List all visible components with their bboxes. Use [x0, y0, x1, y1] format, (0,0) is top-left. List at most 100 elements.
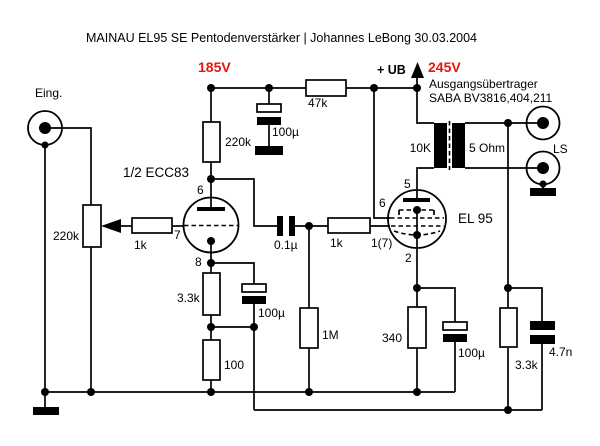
wire-segment [45, 127, 92, 205]
tube-el95 [387, 189, 447, 249]
cathode-bypass-cap-100u-v2 [442, 321, 468, 342]
labels: MAINAU EL95 SE Pentodenverstärker | Joha… [35, 31, 572, 372]
pin-label-v2-grid: 1(7) [371, 236, 392, 250]
junction-dot [207, 259, 215, 267]
transformer-description: Ausgangsübertrager [429, 77, 538, 91]
resistor-body [82, 204, 102, 248]
screen-feed-wire [373, 88, 390, 219]
resistor-feedback-3k3 [499, 307, 518, 348]
resistor-grid-stopper-1k-v1 [131, 217, 173, 234]
resistor-cathode-340-v2 [407, 306, 427, 349]
plate-wire-el95 [416, 167, 434, 198]
anode-tap-wire [211, 178, 277, 227]
pin-label-v2-anode: 5 [404, 177, 411, 191]
pin-label-v1-grid: 7 [174, 228, 181, 242]
cap-plate-negative [257, 117, 281, 125]
jack-center-pin [537, 162, 549, 174]
cap-plate [530, 321, 555, 330]
cathode-dot [207, 237, 215, 245]
junction-dot [305, 222, 313, 230]
jack-center-pin [39, 122, 51, 134]
cathode-resistor-v1-value: 3.3k [177, 291, 201, 305]
anode-resistor-value: 220k [225, 135, 252, 149]
junction-dot [413, 284, 421, 292]
junction-dot [504, 284, 512, 292]
cathode-bypass-cap-100u-v1 [241, 283, 267, 304]
grid-leak-value: 1M [322, 328, 339, 342]
junction-dot [207, 388, 215, 396]
cathode-bypass-v2-value: 100µ [458, 346, 485, 360]
wire-segment [416, 88, 434, 124]
ub-rail-label: + UB [377, 63, 406, 77]
cap-plate-positive [256, 103, 282, 113]
pin-label-v1-anode: 6 [197, 183, 204, 197]
voltage-label-185v: 185V [198, 59, 231, 75]
junction-dot [207, 323, 215, 331]
jack-center-pin [537, 117, 549, 129]
junction-dot [504, 406, 512, 414]
junction-dot [207, 175, 215, 183]
resistor-anode-220k [202, 121, 221, 163]
supply-filter-cap-100u [255, 103, 283, 155]
junction-dot [250, 323, 258, 331]
cap-plate [289, 216, 295, 236]
grid-stopper-v1-value: 1k [134, 238, 148, 252]
cap-plate-positive [241, 283, 267, 293]
volume-potentiometer [82, 204, 121, 248]
transformer-model: SABA BV3816,404,211 [429, 91, 553, 105]
coupling-cap-value: 0.1µ [274, 238, 298, 252]
feedback-shunt-value: 100 [224, 358, 244, 372]
resistor-grid-stopper-1k-v2 [327, 217, 371, 234]
ub-arrow-icon [411, 62, 424, 78]
cathode-bypass-v1-value: 100µ [258, 306, 285, 320]
tube-envelope [182, 196, 240, 254]
cathode-dot [413, 231, 421, 239]
grid-stopper-v2-value: 1k [330, 236, 344, 250]
junction-dot [265, 84, 273, 92]
tube-envelope [387, 189, 447, 249]
cap-plate [277, 216, 283, 236]
ground-bar [255, 146, 283, 155]
cap-plate-positive [442, 321, 468, 331]
input-label: Eing. [35, 86, 62, 100]
jack-ring [525, 105, 561, 141]
tube-v1-name: 1/2 ECC83 [123, 165, 189, 180]
speaker-jack-top [525, 105, 561, 141]
speaker-jack-bottom [525, 150, 561, 188]
resistor-grid-leak-1m [299, 307, 319, 349]
junction-dots [41, 84, 512, 414]
anode-plate [197, 207, 225, 211]
ground-symbol-input [33, 407, 59, 415]
cap-plate-negative [443, 334, 467, 342]
supply-resistor-value: 47k [308, 96, 328, 110]
pin-label-v2-cathode: 2 [405, 251, 412, 265]
wire-segment [508, 287, 543, 322]
jack-ground-lug [41, 141, 49, 149]
resistor-supply-47k [305, 79, 347, 97]
junction-dot [413, 84, 421, 92]
volume-pot-value: 220k [53, 229, 80, 243]
junction-dot [413, 388, 421, 396]
output-transformer [434, 121, 465, 170]
coupling-cap-0u1 [277, 216, 295, 236]
secondary-impedance-label: 5 Ohm [469, 141, 505, 155]
resistor-feedback-shunt-100 [202, 339, 221, 381]
tube-ecc83 [182, 196, 240, 254]
supply-filter-cap-value: 100µ [272, 125, 299, 139]
jack-ground-lug [539, 180, 547, 188]
pin-label-v1-cathode: 8 [195, 255, 202, 269]
speaker-label: LS [553, 142, 568, 156]
wire-segment [211, 262, 255, 284]
schematic-title: MAINAU EL95 SE Pentodenverstärker | Joha… [86, 31, 477, 45]
primary-impedance-label: 10K [410, 141, 431, 155]
junction-dot [370, 84, 378, 92]
tube-v2-name: EL 95 [458, 211, 493, 226]
feedback-resistor-value: 3.3k [515, 358, 539, 372]
resistor-cathode-3k3-v1 [202, 272, 221, 316]
junction-dot [305, 388, 313, 396]
input-jack [27, 110, 63, 149]
cap-plate [530, 335, 555, 344]
primary-winding [434, 123, 447, 168]
